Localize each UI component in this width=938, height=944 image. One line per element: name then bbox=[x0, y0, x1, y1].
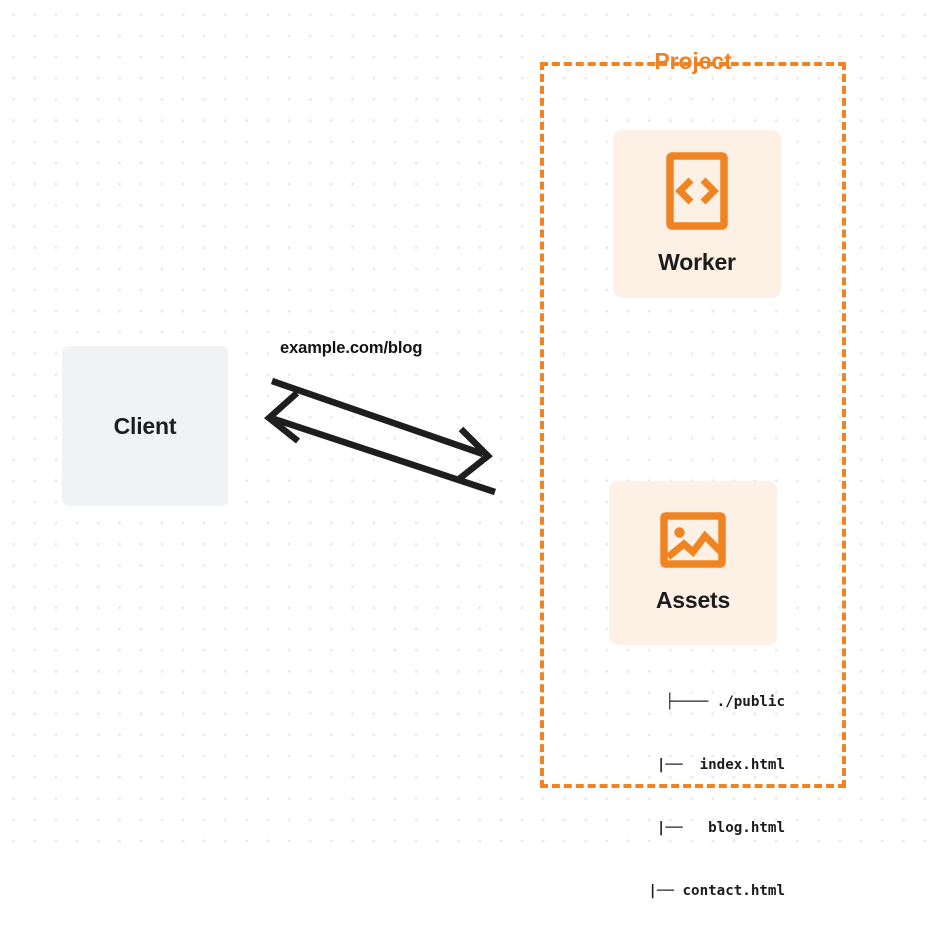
file-tree-line: ├──── ./public bbox=[665, 694, 785, 710]
worker-node-label: Worker bbox=[658, 249, 736, 275]
client-node[interactable]: Client bbox=[62, 346, 228, 506]
connection-label: example.com/blog bbox=[280, 339, 423, 357]
diagram-canvas: Client example.com/blog Project Worker bbox=[0, 0, 938, 899]
assets-node-label: Assets bbox=[655, 587, 731, 613]
file-tree-line: |── blog.html bbox=[631, 820, 785, 836]
project-container bbox=[540, 62, 846, 788]
image-picture-icon bbox=[660, 512, 726, 573]
request-arrow bbox=[270, 377, 493, 482]
client-node-label: Client bbox=[113, 412, 177, 439]
project-title-label: Project bbox=[654, 48, 732, 74]
worker-node[interactable]: Worker bbox=[613, 130, 781, 298]
response-arrow bbox=[263, 390, 497, 496]
code-brackets-document-icon bbox=[666, 152, 728, 235]
file-tree-line: |── contact.html bbox=[622, 883, 785, 899]
assets-node[interactable]: Assets bbox=[609, 481, 777, 645]
assets-file-tree: ├──── ./public |── index.html |── blog.h… bbox=[589, 650, 785, 944]
file-tree-line: |── index.html bbox=[631, 757, 785, 773]
